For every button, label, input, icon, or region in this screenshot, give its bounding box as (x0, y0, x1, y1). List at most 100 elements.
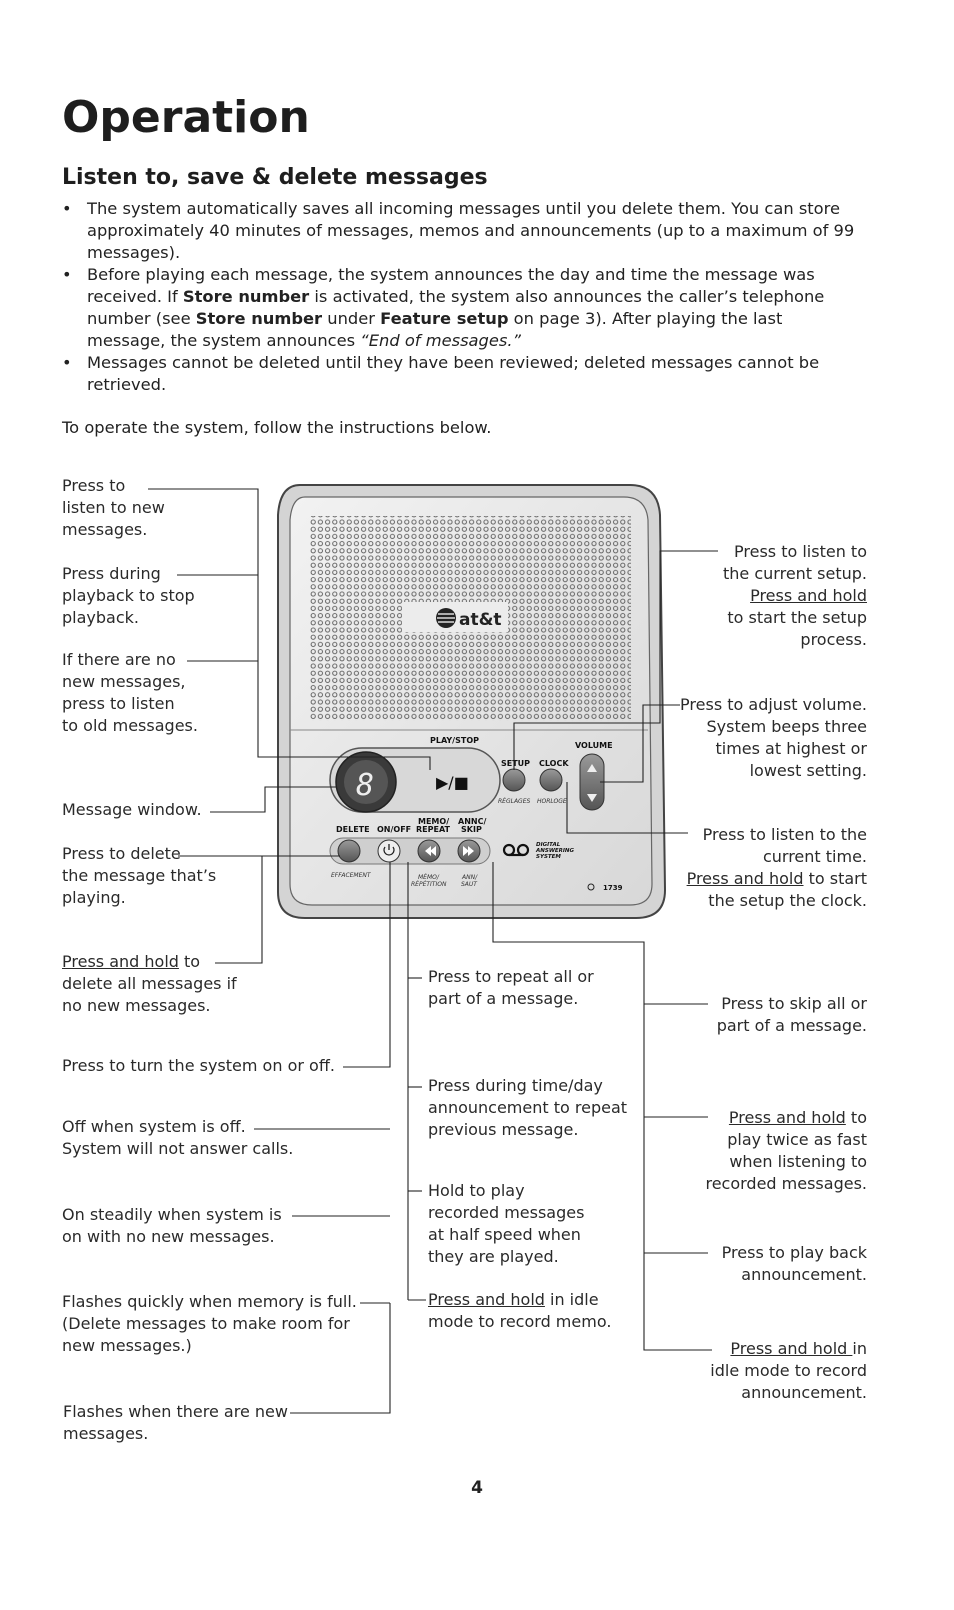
label-line: announcement. (741, 1383, 867, 1402)
label-line: Press and hold to start (687, 868, 867, 890)
play-stop-button[interactable]: ▶/■ (436, 773, 469, 792)
bullet-text: Before playing each message, the system … (87, 265, 815, 306)
label-line: idle mode to record (710, 1361, 867, 1380)
label-text: to (178, 952, 201, 971)
label-line: Press during time/day (428, 1076, 603, 1095)
label-line: at half speed when (428, 1225, 581, 1244)
label-play-announcement: Press to play back announcement. (722, 1242, 867, 1286)
underlined-term: Press and hold (686, 869, 804, 888)
delete-french-label: EFFACEMENT (331, 872, 372, 879)
model-number: 1739 (603, 884, 623, 892)
label-line: Press to skip all or (721, 994, 867, 1013)
label-repeat: Press to repeat all or part of a message… (428, 966, 594, 1010)
volume-down-icon[interactable] (587, 794, 597, 802)
label-line: Press to delete (62, 844, 181, 863)
label-stop-playback: Press during playback to stop playback. (62, 563, 195, 629)
setup-button[interactable] (502, 768, 526, 792)
label-skip: Press to skip all or part of a message. (717, 993, 867, 1037)
label-line: part of a message. (716, 1016, 867, 1035)
bullet-item: Before playing each message, the system … (62, 264, 862, 352)
volume-up-icon[interactable] (587, 764, 597, 772)
rewind-icon (425, 846, 436, 856)
delete-label: DELETE (336, 825, 370, 834)
repeat-label: REPEAT (416, 825, 451, 834)
label-line: System will not answer calls. (62, 1139, 294, 1158)
label-line: when listening to (729, 1152, 867, 1171)
voicemail-icon (502, 843, 530, 857)
onoff-label: ON/OFF (377, 825, 411, 834)
bullet-item: Messages cannot be deleted until they ha… (62, 352, 862, 396)
label-line: new messages, (62, 672, 186, 691)
label-line: times at highest or (715, 739, 867, 758)
label-line: Message window. (62, 800, 202, 819)
label-line: listen to new (62, 498, 165, 517)
label-line: on with no new messages. (62, 1227, 275, 1246)
label-clock: Press to listen to the current time. Pre… (687, 824, 867, 912)
onoff-button[interactable] (377, 839, 401, 863)
label-line: playback to stop (62, 586, 195, 605)
label-line: the current setup. (723, 564, 867, 583)
label-line: Press to play back (721, 1243, 867, 1262)
label-line: recorded messages (428, 1203, 585, 1222)
label-line: On steadily when system is (62, 1205, 282, 1224)
label-line: Press to listen to the (702, 825, 867, 844)
memo-french-label: MÉMO/ (418, 873, 440, 881)
label-half-speed: Hold to play recorded messages at half s… (428, 1180, 584, 1268)
bullet-text: Messages cannot be deleted until they ha… (87, 353, 820, 394)
label-fast-play: Press and hold to play twice as fast whe… (705, 1107, 867, 1195)
page-title: Operation (62, 92, 310, 143)
label-line: Press and hold in (710, 1338, 867, 1360)
label-line: messages. (63, 1424, 149, 1443)
bold-term: Feature setup (380, 309, 509, 328)
label-setup: Press to listen to the current setup. Pr… (723, 541, 867, 651)
label-line: Hold to play (428, 1181, 525, 1200)
label-line: current time. (762, 847, 867, 866)
label-line: Press to (62, 476, 126, 495)
label-line: to start the setup (727, 608, 867, 627)
label-line: Press to listen to (734, 542, 867, 561)
clock-french-label: HORLOGE (537, 798, 567, 805)
bullet-text: under (322, 309, 381, 328)
label-text: to start (803, 869, 867, 888)
label-line: they are played. (428, 1247, 559, 1266)
label-line: the setup the clock. (708, 891, 867, 910)
label-line: lowest setting. (749, 761, 867, 780)
label-line: Press and hold to (705, 1107, 867, 1129)
leader-lines (148, 488, 718, 1414)
label-line: messages. (62, 520, 148, 539)
clock-label: CLOCK (539, 759, 569, 768)
label-line: playing. (62, 888, 126, 907)
bullet-list: The system automatically saves all incom… (62, 198, 862, 396)
fast-forward-icon (463, 846, 474, 856)
label-line: Press to turn the system on or off. (62, 1056, 335, 1075)
das-line3: SYSTEM (536, 854, 561, 860)
setup-label: SETUP (501, 759, 530, 768)
clock-button[interactable] (539, 768, 563, 792)
label-line: (Delete messages to make room for (62, 1314, 350, 1333)
label-line: delete all messages if (62, 974, 237, 993)
delete-button[interactable] (337, 839, 361, 863)
label-line: Press and hold to (62, 951, 237, 973)
label-line: Press during (62, 564, 161, 583)
label-line: new messages.) (62, 1336, 192, 1355)
label-line: If there are no (62, 650, 176, 669)
ann-french-label: ANN/ (461, 874, 478, 881)
label-line: announcement. (741, 1265, 867, 1284)
das-line1: DIGITAL (536, 842, 561, 848)
label-line: mode to record memo. (428, 1312, 612, 1331)
label-line: the message that’s (62, 866, 217, 885)
label-old-messages: If there are no new messages, press to l… (62, 649, 198, 737)
saut-french-label: SAUT (461, 881, 478, 888)
label-text: in idle (544, 1290, 599, 1309)
bullet-item: The system automatically saves all incom… (62, 198, 862, 264)
page-number: 4 (471, 1478, 483, 1498)
repetition-french-label: RÉPÉTITION (411, 880, 447, 888)
annc-label: ANNC/ (458, 817, 486, 826)
play-stop-label: PLAY/STOP (430, 736, 479, 745)
intro-text: To operate the system, follow the instru… (62, 418, 492, 437)
label-repeat-previous: Press during time/day announcement to re… (428, 1075, 627, 1141)
label-line: System beeps three (706, 717, 868, 736)
label-delete: Press to delete the message that’s playi… (62, 843, 216, 909)
bold-term: Store number (195, 309, 323, 328)
